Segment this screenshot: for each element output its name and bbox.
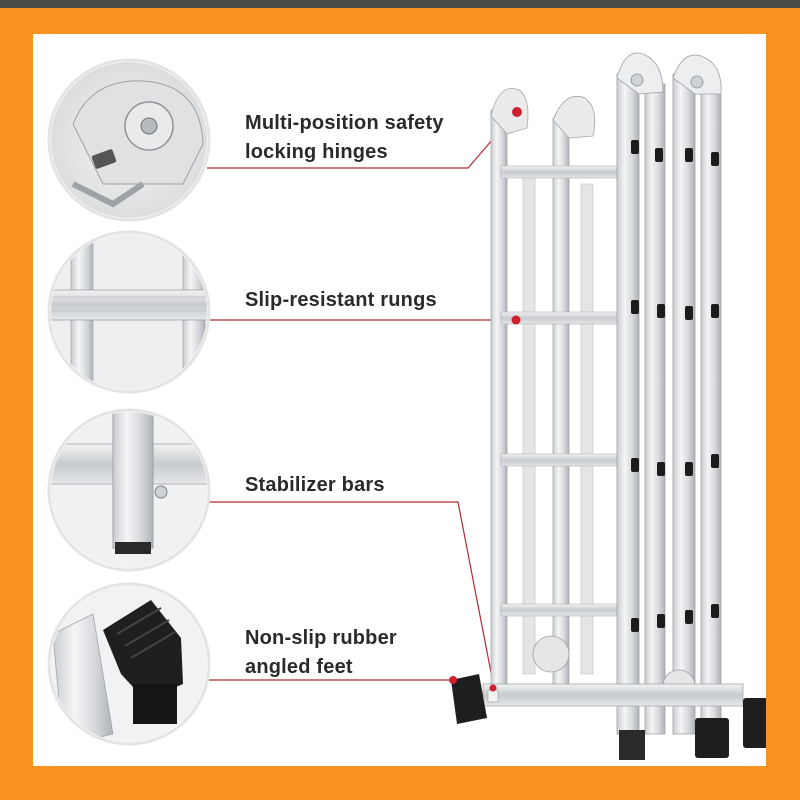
feature-label-rungs: Slip-resistant rungs — [245, 289, 437, 311]
leader-lines — [207, 109, 519, 689]
detail-lens-feet — [47, 582, 211, 746]
feature-label-hinges: Multi-position safety locking hinges — [245, 112, 444, 163]
ladder-body — [449, 52, 766, 760]
leader-line-stabilizer — [207, 501, 495, 689]
detail-lens-rungs — [47, 230, 211, 394]
detail-lens-stabilizer — [47, 408, 211, 572]
detail-lens-hinge — [47, 58, 211, 222]
product-panel: Multi-position safety locking hinges Sli… — [33, 34, 766, 766]
feature-label-feet: Non-slip rubber angled feet — [245, 627, 397, 678]
feature-label-stabilizer: Stabilizer bars — [245, 474, 385, 496]
top-border-strip — [0, 0, 800, 8]
ladder-illustration — [47, 52, 766, 760]
